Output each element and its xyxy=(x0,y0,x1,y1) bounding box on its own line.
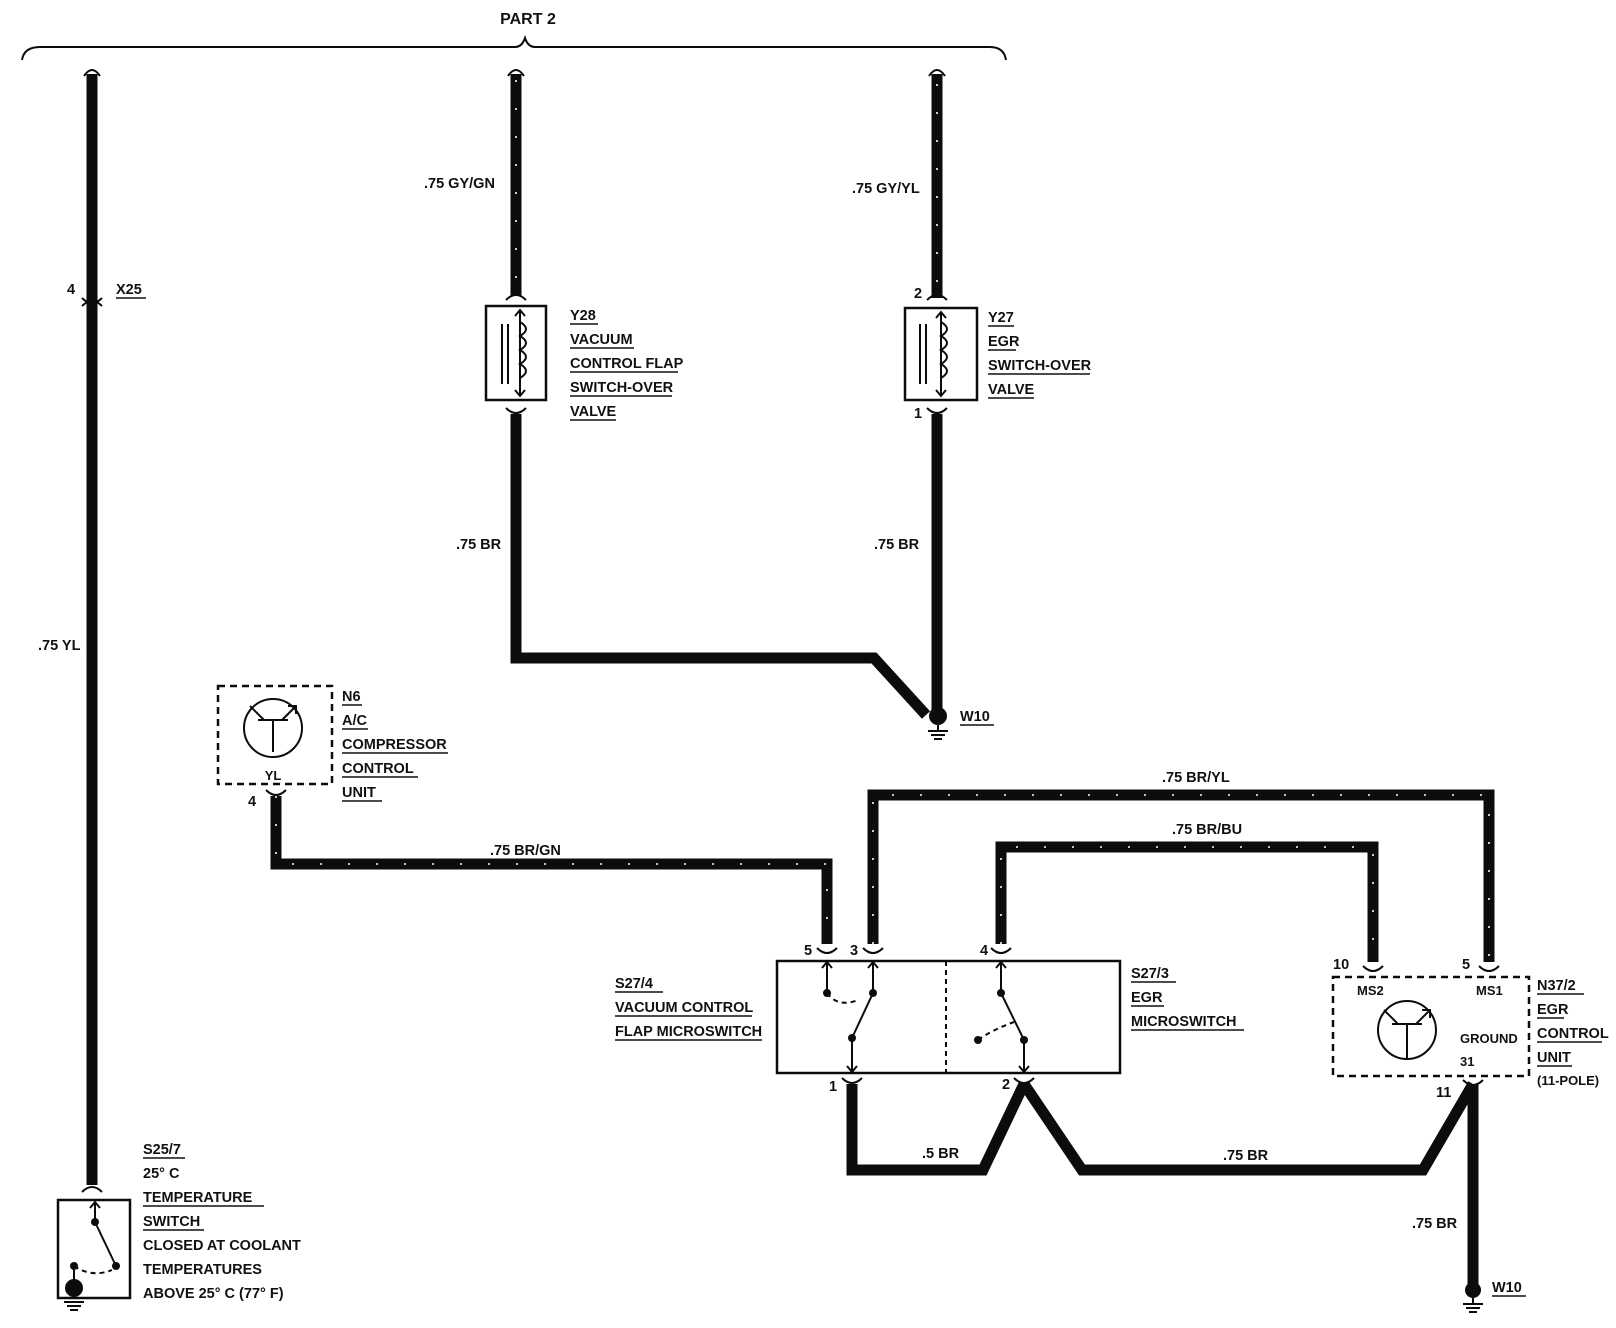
wire-label-br-y28: .75 BR xyxy=(456,537,502,553)
n37-ms1: MS1 xyxy=(1476,983,1503,998)
part-label: PART 2 xyxy=(500,11,556,28)
x25-label: X25 xyxy=(116,282,142,298)
s27-4-switch xyxy=(821,960,879,1074)
n37-2-control-unit: 10 5 MS2 MS1 GROUND 31 11 N37/2 EGR CONT… xyxy=(1331,957,1609,1101)
n6-inner-label: YL xyxy=(265,768,282,783)
svg-text:N37/2: N37/2 xyxy=(1537,978,1576,994)
microswitch-block: 5 3 4 1 2 xyxy=(775,943,1122,1095)
wire-label-br-gn: .75 BR/GN xyxy=(490,843,561,859)
s27-4-pin-1: 1 xyxy=(829,1079,837,1095)
svg-text:(11-POLE): (11-POLE) xyxy=(1537,1073,1599,1088)
svg-text:Y28: Y28 xyxy=(570,308,596,324)
svg-text:Y27: Y27 xyxy=(988,310,1014,326)
wire-break-marks xyxy=(83,69,946,77)
s25-7-label: S25/7 25° C TEMPERATURE SWITCH CLOSED AT… xyxy=(143,1142,301,1302)
wire-label-br-bu: .75 BR/BU xyxy=(1172,822,1242,838)
n6-pin: 4 xyxy=(248,794,256,810)
ground-w10-top: W10 xyxy=(928,707,994,740)
svg-text:EGR: EGR xyxy=(988,334,1020,350)
svg-text:VALVE: VALVE xyxy=(988,382,1035,398)
ground-label-bottom: W10 xyxy=(1492,1280,1522,1296)
ground-w10-bottom: W10 xyxy=(1463,1280,1526,1313)
svg-text:VALVE: VALVE xyxy=(570,404,617,420)
wire-br-y27: .75 BR xyxy=(874,414,943,712)
wire-br-half: .5 BR xyxy=(846,1081,1029,1176)
svg-text:ABOVE 25° C (77° F): ABOVE 25° C (77° F) xyxy=(143,1286,284,1302)
s27-4-pin-5: 5 xyxy=(804,943,812,959)
svg-text:S27/4: S27/4 xyxy=(615,976,653,992)
wire-gy-yl: .75 GY/YL xyxy=(852,74,943,298)
wire-label-br-y27: .75 BR xyxy=(874,537,920,553)
svg-text:EGR: EGR xyxy=(1537,1002,1569,1018)
wire-label-br-bottom: .75 BR xyxy=(1223,1148,1269,1164)
svg-text:TEMPERATURE: TEMPERATURE xyxy=(143,1190,253,1206)
x25-pin: 4 xyxy=(67,282,75,298)
svg-text:UNIT: UNIT xyxy=(342,785,376,801)
y27-pin-bottom: 1 xyxy=(914,406,922,422)
s27-3-pin-2: 2 xyxy=(1002,1077,1010,1093)
part-brace: PART 2 xyxy=(21,11,1007,61)
s27-3-label: S27/3 EGR MICROSWITCH xyxy=(1131,966,1244,1031)
svg-text:FLAP MICROSWITCH: FLAP MICROSWITCH xyxy=(615,1024,762,1040)
svg-text:SWITCH-OVER: SWITCH-OVER xyxy=(988,358,1092,374)
svg-text:S27/3: S27/3 xyxy=(1131,966,1169,982)
s27-3-pin-4: 4 xyxy=(980,943,988,959)
n6-control-unit: YL 4 N6 A/C COMPRESSOR CONTROL UNIT xyxy=(216,684,448,810)
wire-br-bottom: .75 BR xyxy=(1019,1080,1478,1176)
y27-label: Y27 EGR SWITCH-OVER VALVE xyxy=(988,310,1092,399)
svg-text:UNIT: UNIT xyxy=(1537,1050,1571,1066)
wire-label-br-half: .5 BR xyxy=(922,1146,960,1162)
connector-x25: 4 X25 xyxy=(67,282,146,299)
n37-2-label: N37/2 EGR CONTROL UNIT (11-POLE) xyxy=(1537,978,1609,1088)
wire-label-yl: .75 YL xyxy=(38,638,81,654)
s27-4-label: S27/4 VACUUM CONTROL FLAP MICROSWITCH xyxy=(615,976,762,1041)
svg-text:25° C: 25° C xyxy=(143,1166,180,1182)
svg-text:SWITCH: SWITCH xyxy=(143,1214,200,1230)
wire-label-br-yl: .75 BR/YL xyxy=(1162,770,1230,786)
n37-pin-5: 5 xyxy=(1462,957,1470,973)
svg-text:CLOSED AT COOLANT: CLOSED AT COOLANT xyxy=(143,1238,301,1254)
n37-ground-pin: 31 xyxy=(1460,1054,1474,1069)
svg-text:A/C: A/C xyxy=(342,713,368,729)
n37-pin-10: 10 xyxy=(1333,957,1349,973)
n37-pin-11: 11 xyxy=(1436,1085,1451,1101)
wire-label-gy-gn: .75 GY/GN xyxy=(424,176,495,192)
wire-yl: .75 YL xyxy=(38,74,103,1185)
wire-br-y28: .75 BR xyxy=(456,414,931,719)
y27-valve: 2 1 Y27 EGR SWITCH-OVER VALVE xyxy=(903,286,1092,422)
wire-br-gn: .75 BR/GN xyxy=(270,796,833,944)
wire-label-gy-yl: .75 GY/YL xyxy=(852,181,920,197)
s25-7-temperature-switch: S25/7 25° C TEMPERATURE SWITCH CLOSED AT… xyxy=(56,1142,301,1311)
wire-br-n37: .75 BR xyxy=(1412,1084,1479,1287)
svg-text:EGR: EGR xyxy=(1131,990,1163,1006)
s27-4-pin-3: 3 xyxy=(850,943,858,959)
wire-gy-gn: .75 GY/GN xyxy=(424,74,522,296)
svg-text:CONTROL: CONTROL xyxy=(342,761,414,777)
y28-label: Y28 VACUUM CONTROL FLAP SWITCH-OVER VALV… xyxy=(570,308,684,421)
s27-3-switch xyxy=(974,960,1030,1074)
ground-label-top: W10 xyxy=(960,709,990,725)
svg-text:MICROSWITCH: MICROSWITCH xyxy=(1131,1014,1237,1030)
n37-ground-text: GROUND xyxy=(1460,1031,1518,1046)
y27-pin-top: 2 xyxy=(914,286,922,302)
wire-br-bu: .75 BR/BU xyxy=(995,822,1379,962)
wire-br-yl: .75 BR/YL xyxy=(867,770,1495,962)
svg-text:TEMPERATURES: TEMPERATURES xyxy=(143,1262,262,1278)
n6-label: N6 A/C COMPRESSOR CONTROL UNIT xyxy=(342,689,448,802)
svg-text:S25/7: S25/7 xyxy=(143,1142,181,1158)
wire-label-br-n37: .75 BR xyxy=(1412,1216,1458,1232)
svg-text:COMPRESSOR: COMPRESSOR xyxy=(342,737,447,753)
svg-text:CONTROL: CONTROL xyxy=(1537,1026,1609,1042)
svg-text:VACUUM CONTROL: VACUUM CONTROL xyxy=(615,1000,753,1016)
svg-text:VACUUM: VACUUM xyxy=(570,332,633,348)
svg-text:CONTROL FLAP: CONTROL FLAP xyxy=(570,356,684,372)
y28-valve: Y28 VACUUM CONTROL FLAP SWITCH-OVER VALV… xyxy=(484,294,684,421)
svg-text:SWITCH-OVER: SWITCH-OVER xyxy=(570,380,674,396)
svg-text:N6: N6 xyxy=(342,689,361,705)
n37-ms2: MS2 xyxy=(1357,983,1384,998)
